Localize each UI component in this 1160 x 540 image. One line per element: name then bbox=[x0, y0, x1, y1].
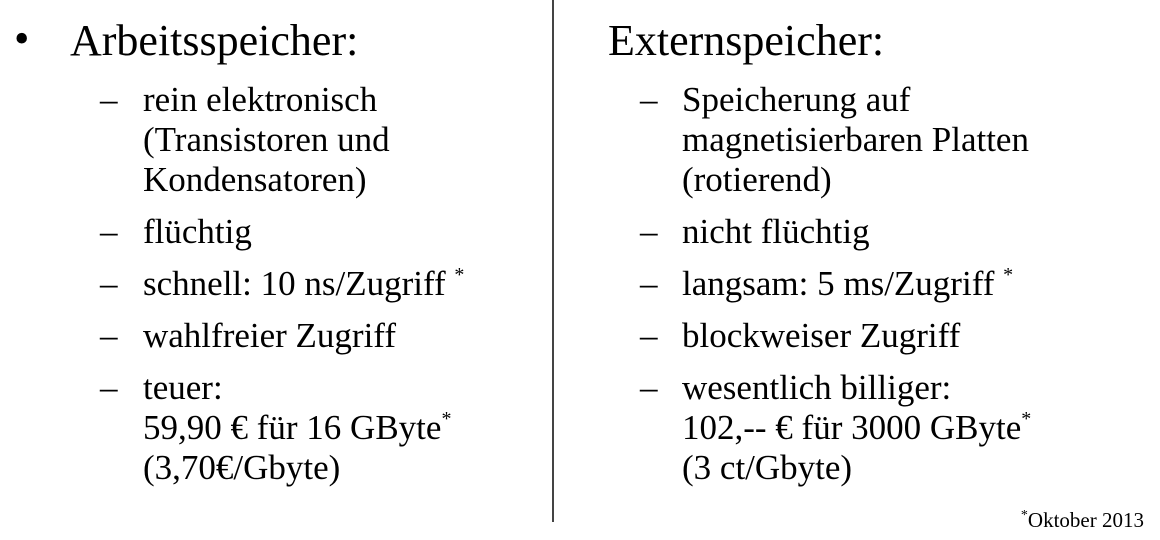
dash-icon: – bbox=[640, 264, 658, 303]
dash-icon: – bbox=[640, 212, 658, 251]
item-line: magnetisierbaren Platten bbox=[682, 120, 1029, 159]
dash-icon: – bbox=[640, 316, 658, 355]
dash-icon: – bbox=[640, 80, 658, 119]
item-line: Speicherung auf bbox=[682, 80, 911, 119]
footnote: *Oktober 2013 bbox=[1021, 508, 1144, 533]
item-line: 59,90 € für 16 GByte* bbox=[143, 408, 550, 448]
list-item: – nicht flüchtig bbox=[556, 212, 1156, 252]
dash-icon: – bbox=[100, 80, 118, 119]
list-item: – langsam: 5 ms/Zugriff * bbox=[556, 264, 1156, 304]
right-column: Externspeicher: – Speicherung auf magnet… bbox=[556, 14, 1156, 500]
footnote-marker: * bbox=[1021, 408, 1032, 430]
item-line-text: 102,-- € für 3000 GByte bbox=[682, 408, 1022, 447]
item-line: blockweiser Zugriff bbox=[682, 316, 961, 355]
list-item: – Speicherung auf magnetisierbaren Platt… bbox=[556, 80, 1156, 200]
dash-icon: – bbox=[100, 316, 118, 355]
list-item: – teuer: 59,90 € für 16 GByte* (3,70€/Gb… bbox=[0, 368, 550, 488]
dash-icon: – bbox=[100, 368, 118, 407]
item-line: wesentlich billiger: bbox=[682, 368, 952, 407]
list-item: – wesentlich billiger: 102,-- € für 3000… bbox=[556, 368, 1156, 488]
left-heading-text: Arbeitsspeicher: bbox=[70, 16, 359, 65]
item-line: rein elektronisch bbox=[143, 80, 378, 119]
item-line-text: schnell: 10 ns/Zugriff bbox=[143, 264, 446, 303]
footnote-marker: * bbox=[441, 408, 452, 430]
footnote-marker: * bbox=[1003, 264, 1014, 286]
footnote-marker: * bbox=[454, 264, 465, 286]
column-divider bbox=[552, 0, 554, 522]
item-line: schnell: 10 ns/Zugriff * bbox=[143, 264, 550, 304]
item-line: (Transistoren und bbox=[143, 120, 390, 159]
left-column: • Arbeitsspeicher: – rein elektronisch (… bbox=[0, 14, 550, 500]
right-item-list: – Speicherung auf magnetisierbaren Platt… bbox=[556, 80, 1156, 488]
dash-icon: – bbox=[100, 264, 118, 303]
footnote-text: Oktober 2013 bbox=[1027, 508, 1144, 532]
bullet-icon: • bbox=[14, 14, 30, 63]
list-item: – schnell: 10 ns/Zugriff * bbox=[0, 264, 550, 304]
item-line: (rotierend) bbox=[682, 160, 832, 199]
footnote-marker: * bbox=[1020, 508, 1028, 523]
item-line: (3 ct/Gbyte) bbox=[682, 448, 853, 487]
item-line: nicht flüchtig bbox=[682, 212, 870, 251]
item-line-text: 59,90 € für 16 GByte bbox=[143, 408, 442, 447]
right-heading-text: Externspeicher: bbox=[608, 16, 885, 65]
item-line: 102,-- € für 3000 GByte* bbox=[682, 408, 1156, 448]
dash-icon: – bbox=[100, 212, 118, 251]
item-line: (3,70€/Gbyte) bbox=[143, 448, 341, 487]
list-item: – wahlfreier Zugriff bbox=[0, 316, 550, 356]
right-heading: Externspeicher: bbox=[556, 14, 1156, 68]
left-heading: • Arbeitsspeicher: bbox=[0, 14, 550, 68]
list-item: – rein elektronisch (Transistoren und Ko… bbox=[0, 80, 550, 200]
item-line: teuer: bbox=[143, 368, 223, 407]
list-item: – blockweiser Zugriff bbox=[556, 316, 1156, 356]
item-line-text: langsam: 5 ms/Zugriff bbox=[682, 264, 995, 303]
item-line: wahlfreier Zugriff bbox=[143, 316, 396, 355]
item-line: Kondensatoren) bbox=[143, 160, 367, 199]
list-item: – flüchtig bbox=[0, 212, 550, 252]
item-line: flüchtig bbox=[143, 212, 252, 251]
left-item-list: – rein elektronisch (Transistoren und Ko… bbox=[0, 80, 550, 488]
item-line: langsam: 5 ms/Zugriff * bbox=[682, 264, 1156, 304]
dash-icon: – bbox=[640, 368, 658, 407]
